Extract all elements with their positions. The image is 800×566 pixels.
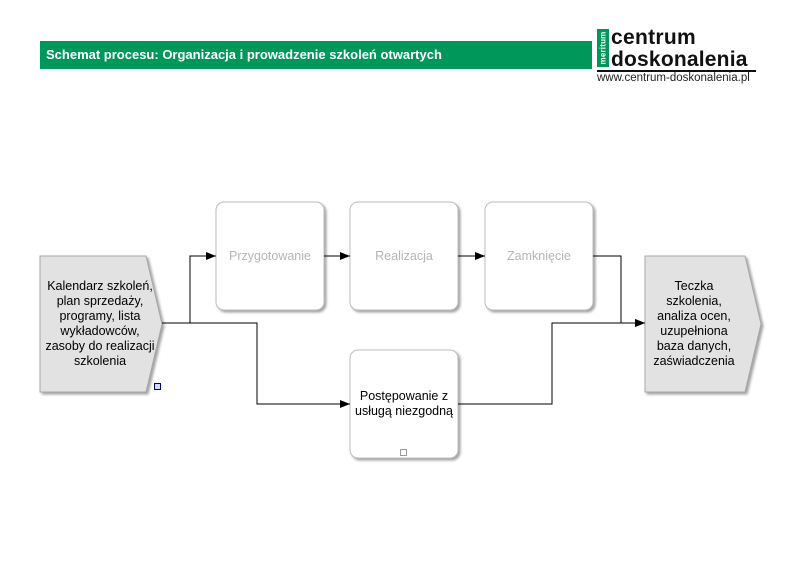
input-label: Kalendarz szkoleń, plan sprzedaży, progr… xyxy=(45,279,155,368)
connector-input-to-nonconforming xyxy=(162,322,350,408)
logo-line2: doskonalenia xyxy=(611,48,748,71)
output-shape xyxy=(644,255,762,393)
output-label: Teczka szkolenia, analiza ocen, uzupełni… xyxy=(653,279,735,368)
connector-nonconforming-to-output xyxy=(458,319,645,405)
logo-url: www.centrum-doskonalenia.pl xyxy=(597,72,750,84)
connector-closing-to-output xyxy=(593,255,645,327)
logo-rule xyxy=(597,70,756,72)
step-label-realizacja: Realizacja xyxy=(375,248,433,263)
input-shape xyxy=(39,255,163,393)
subprocess-icon[interactable] xyxy=(400,449,407,456)
nonconforming-label: Postępowanie z usługą niezgodną xyxy=(355,389,453,418)
connector-input-to-prep xyxy=(162,252,216,324)
step-label-zamkniecie: Zamknięcie xyxy=(507,248,571,263)
expand-icon[interactable] xyxy=(154,383,161,390)
logo-line1: centrum xyxy=(611,26,696,49)
step-label-przygotowanie: Przygotowanie xyxy=(229,248,311,263)
process-title: Schemat procesu: Organizacja i prowadzen… xyxy=(40,41,592,69)
logo-mark: meritum xyxy=(597,29,609,67)
